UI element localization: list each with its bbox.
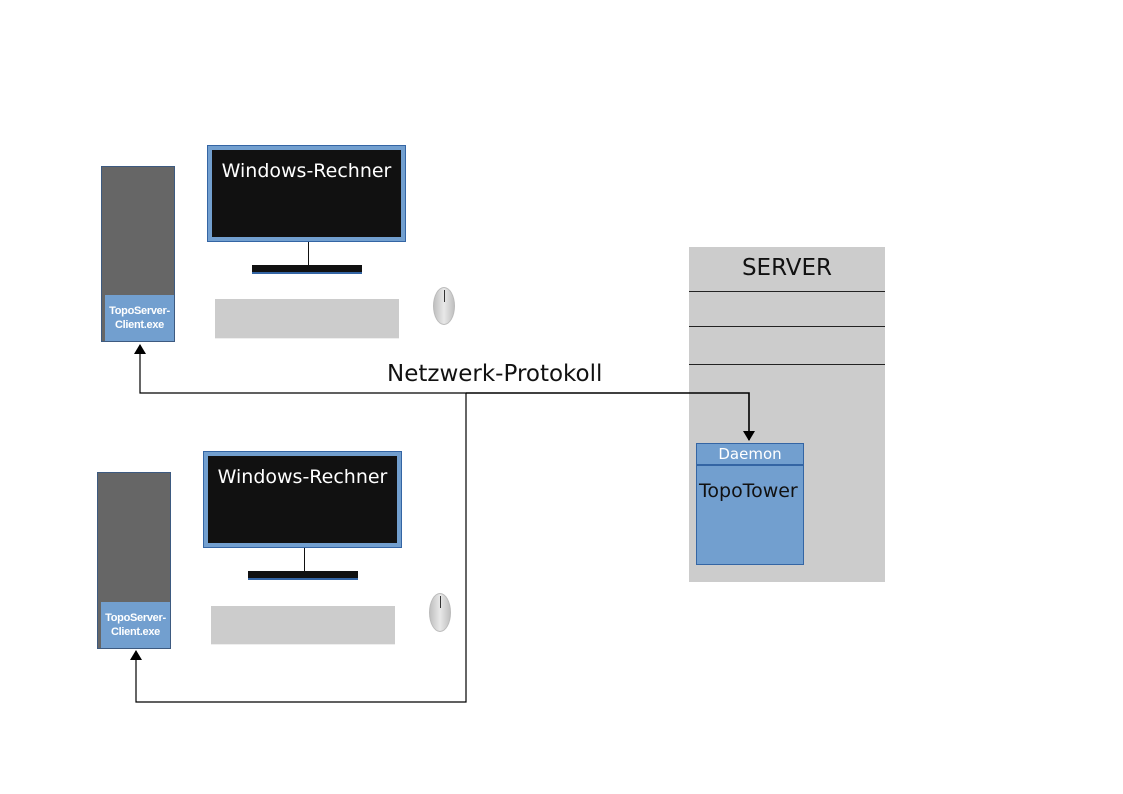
client-1-monitor: Windows-Rechner — [207, 145, 406, 242]
connector-to-client-2 — [130, 393, 467, 703]
server-title: SERVER — [741, 255, 833, 281]
client-1-monitor-base — [252, 265, 362, 274]
server-divider-3 — [689, 364, 885, 365]
client-2-tower-label-line1: TopoServer- — [105, 612, 166, 624]
client-2-screen: Windows-Rechner — [208, 456, 397, 543]
daemon-box: Daemon TopoTower — [696, 443, 804, 565]
client-2-mouse — [429, 593, 451, 632]
client-2-monitor-label: Windows-Rechner — [217, 466, 388, 488]
client-1-tower-label-line1: TopoServer- — [109, 305, 170, 317]
client-1-screen: Windows-Rechner — [212, 150, 401, 237]
client-1-monitor-stand — [308, 242, 309, 266]
client-1-tower-label-line2: Client.exe — [115, 319, 164, 331]
topotower-label: TopoTower — [699, 480, 798, 502]
daemon-label: Daemon — [697, 444, 803, 466]
client-1-monitor-label: Windows-Rechner — [221, 160, 392, 182]
connector-to-client-1 — [134, 344, 466, 394]
client-1-tower: TopoServer- Client.exe — [101, 166, 175, 342]
client-2-keyboard — [211, 606, 395, 645]
server-divider-1 — [689, 291, 885, 292]
client-2-monitor-stand — [304, 548, 305, 572]
client-1-keyboard — [215, 299, 399, 339]
client-2-tower-label-line2: Client.exe — [111, 626, 160, 638]
client-1-tower-label: TopoServer- Client.exe — [105, 295, 174, 341]
client-2-monitor-base — [248, 571, 358, 580]
connector-to-server — [466, 392, 755, 441]
network-protocol-label: Netzwerk-Protokoll — [387, 361, 603, 387]
client-1-mouse — [433, 287, 455, 325]
server-divider-2 — [689, 326, 885, 327]
client-2-tower: TopoServer- Client.exe — [97, 472, 171, 649]
client-2-tower-label: TopoServer- Client.exe — [101, 602, 170, 648]
client-2-monitor: Windows-Rechner — [203, 451, 402, 548]
